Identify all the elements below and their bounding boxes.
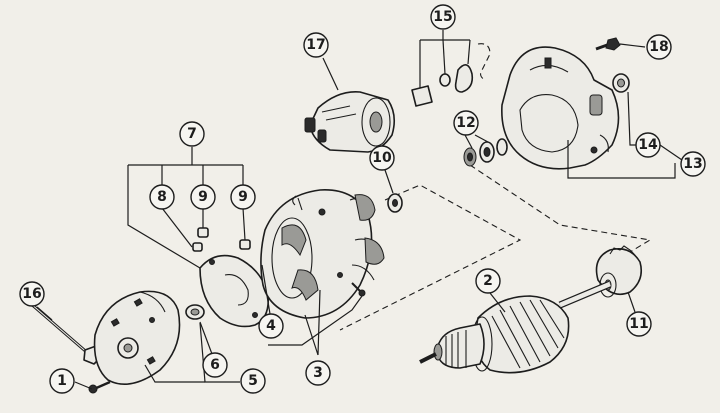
svg-text:9: 9	[238, 189, 248, 205]
svg-text:16: 16	[22, 286, 41, 302]
brush-plate-screw	[88, 380, 111, 394]
drive-end-bushing	[612, 73, 630, 93]
field-frame	[260, 189, 379, 319]
callout-1: 1	[49, 368, 75, 394]
svg-text:10: 10	[372, 150, 392, 166]
drive-end-housing	[501, 46, 620, 170]
rear-bushing	[185, 304, 205, 320]
svg-text:14: 14	[638, 137, 658, 153]
callout-11: 11	[626, 311, 652, 337]
svg-text:12: 12	[456, 115, 475, 131]
callout-16: 16	[19, 281, 45, 307]
svg-text:1: 1	[57, 373, 67, 389]
field-coils	[354, 194, 385, 265]
svg-text:17: 17	[306, 37, 325, 53]
svg-text:8: 8	[157, 189, 167, 205]
rear-end-cover	[93, 290, 181, 386]
callout-2: 2	[475, 268, 501, 294]
brush-plate	[199, 254, 270, 328]
svg-text:15: 15	[433, 9, 452, 25]
assembly-guide-lines	[339, 164, 652, 331]
armature	[419, 280, 612, 374]
solenoid	[304, 91, 396, 153]
shift-lever-parts	[411, 43, 491, 107]
callout-13: 13	[680, 151, 706, 177]
svg-text:4: 4	[266, 318, 276, 334]
through-bolt	[29, 301, 103, 365]
svg-text:18: 18	[649, 39, 668, 55]
callout-15: 15	[430, 4, 456, 30]
callout-8: 8	[149, 184, 175, 210]
bearing-parts	[463, 138, 508, 167]
callout-14: 14	[635, 132, 661, 158]
brushes	[192, 227, 251, 252]
callout-7: 7	[179, 121, 205, 147]
housing-bolt	[595, 37, 621, 51]
callout-17: 17	[303, 32, 329, 58]
callout-3: 3	[305, 360, 331, 386]
svg-text:13: 13	[683, 156, 702, 172]
svg-text:2: 2	[483, 273, 493, 289]
callout-10: 10	[369, 145, 395, 171]
callout-12: 12	[453, 110, 479, 136]
callout-18: 18	[646, 34, 672, 60]
callout-9-right: 9	[230, 184, 256, 210]
callout-6: 6	[202, 352, 228, 378]
svg-text:5: 5	[248, 373, 258, 389]
callout-5: 5	[240, 368, 266, 394]
callout-9-left: 9	[190, 184, 216, 210]
svg-text:3: 3	[313, 365, 323, 381]
thrust-washer	[387, 193, 403, 213]
callout-4: 4	[258, 313, 284, 339]
svg-text:6: 6	[210, 357, 220, 373]
svg-text:11: 11	[629, 316, 648, 332]
svg-text:7: 7	[187, 126, 197, 142]
svg-text:9: 9	[198, 189, 208, 205]
